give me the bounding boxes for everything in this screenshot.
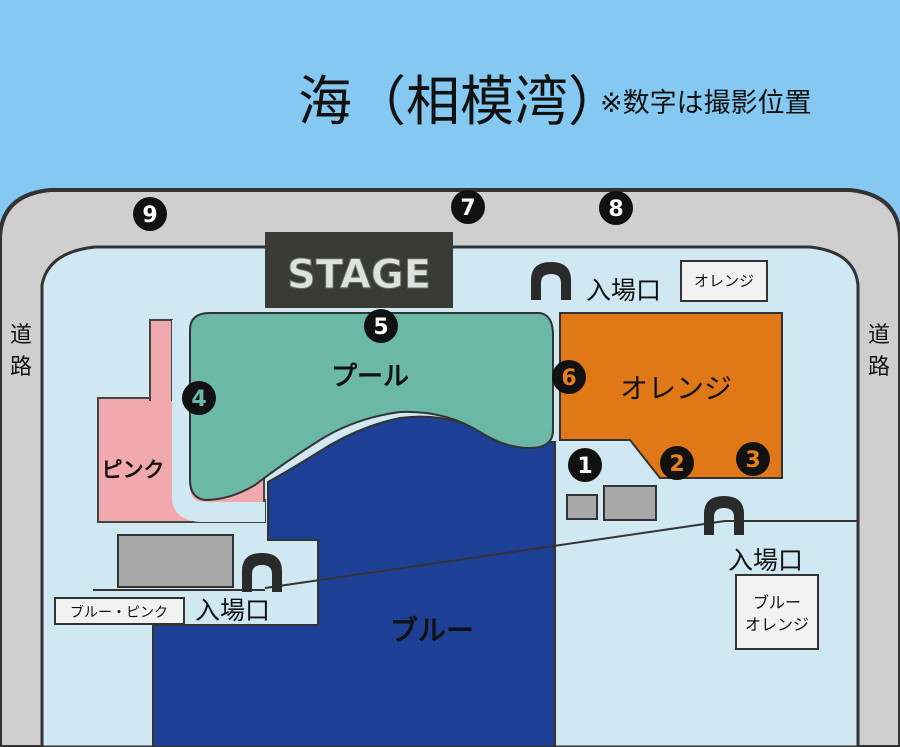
photo-position-3: 3 (736, 442, 770, 476)
entrance-left-sign (54, 597, 185, 625)
entrance-top-sign (680, 260, 768, 302)
photo-position-5: 5 (364, 309, 398, 343)
entrance-gate-right-icon (704, 496, 744, 535)
road-label-left-1: 道 (10, 323, 32, 348)
entrance-gate-left-icon (242, 553, 282, 592)
svg-text:1: 1 (577, 454, 592, 479)
svg-text:3: 3 (745, 448, 760, 473)
building-left (117, 534, 234, 588)
road-label-right-1: 道 (868, 323, 890, 348)
svg-text:9: 9 (142, 203, 157, 228)
photo-position-2: 2 (660, 446, 694, 480)
photo-position-1: 1 (568, 448, 602, 482)
entrance-top-sign-text: オレンジ (694, 272, 754, 290)
stage (265, 232, 453, 308)
entrance-gate-top-icon (531, 262, 571, 300)
pool-area (189, 312, 554, 502)
entrance-left-label: 入場口 (195, 596, 270, 625)
building-medium (603, 485, 657, 521)
svg-text:5: 5 (373, 315, 388, 340)
svg-text:2: 2 (669, 452, 684, 477)
building-small (566, 494, 598, 520)
blue-area-label: ブルー (390, 614, 474, 647)
svg-text:6: 6 (561, 366, 576, 391)
entrance-right-sign-line2: オレンジ (745, 615, 809, 634)
road-label-left-2: 路 (10, 355, 32, 380)
pink-area-label: ピンク (102, 458, 165, 482)
queue-line-diagonal (264, 520, 726, 589)
photo-position-7: 7 (451, 190, 485, 224)
map-title: 海（相模湾） (298, 70, 622, 133)
svg-text:4: 4 (191, 387, 206, 412)
entrance-right-sign (735, 574, 819, 650)
entrance-right-sign-line1: ブルー (753, 593, 801, 612)
photo-position-6: 6 (552, 360, 586, 394)
pool-area-label: プール (331, 362, 409, 392)
photo-position-9: 9 (133, 197, 167, 231)
stage-label: STAGE (287, 252, 431, 298)
pink-area-strip (149, 319, 173, 401)
svg-text:8: 8 (608, 197, 623, 222)
entrance-top-label: 入場口 (586, 276, 661, 305)
orange-area (559, 312, 783, 479)
entrance-left-sign-text: ブルー・ピンク (70, 604, 168, 621)
orange-area-label: オレンジ (620, 372, 732, 405)
photo-position-8: 8 (599, 191, 633, 225)
svg-text:7: 7 (460, 196, 475, 221)
road-label-right-2: 路 (868, 355, 890, 380)
map-note: ※数字は撮影位置 (600, 88, 812, 119)
photo-position-4: 4 (182, 381, 216, 415)
entrance-right-label: 入場口 (728, 546, 803, 575)
